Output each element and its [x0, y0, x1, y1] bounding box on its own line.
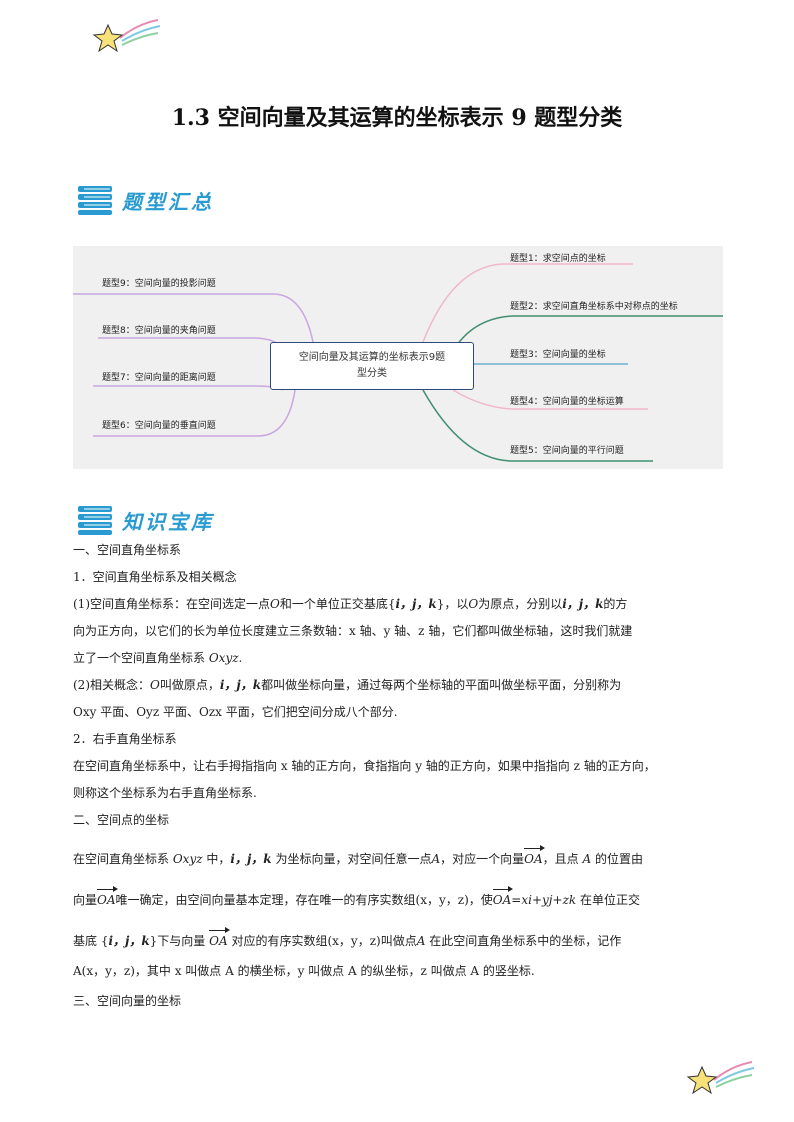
text: 和一个单位正交基底{	[279, 597, 396, 611]
mindmap-node-2: 题型2：求空间直角坐标系中对称点的坐标	[510, 302, 678, 312]
mindmap-branches	[73, 263, 723, 462]
heading-1-1: 1．空间直角坐标系及相关概念	[73, 570, 237, 584]
section-title: 题型汇总	[122, 189, 214, 214]
vector-OA: OA	[524, 845, 545, 866]
paragraph-2-line-2: Oxy 平面、Oyz 平面、Ozx 平面，它们把空间分成八个部分.	[73, 705, 398, 719]
symbol: A	[582, 852, 592, 866]
star-decoration-icon	[686, 1061, 755, 1095]
paragraph-1-line-2: 向为正方向，以它们的长为单位长度建立三条数轴：x 轴、y 轴、z 轴，它们都叫做…	[73, 624, 633, 638]
paragraph-4-line-2: 向量OA唯一确定，由空间向量基本定理，存在唯一的有序实数组(x，y，z)，使OA…	[73, 886, 725, 908]
paragraph-3-line-1: 在空间直角坐标系中，让右手拇指指向 x 轴的正方向，食指指向 y 轴的正方向，如…	[73, 759, 656, 773]
center-line: 型分类	[357, 368, 387, 379]
section-header-summary: 题型汇总	[76, 182, 214, 218]
symbol: Oxyz	[172, 852, 203, 866]
symbol: Oxyz.	[208, 651, 243, 665]
text: }，以	[436, 597, 469, 611]
text: ，对应一个向量	[440, 852, 525, 866]
mindmap-node-4: 题型4：空间向量的坐标运算	[510, 397, 624, 407]
text: 对应的有序实数组(x，y，z)叫做点	[231, 934, 417, 948]
mindmap-center-node: 空间向量及其运算的坐标表示9题 型分类	[270, 342, 474, 390]
symbol: O	[270, 597, 280, 611]
mindmap-node-5: 题型5：空间向量的平行问题	[510, 446, 624, 456]
mindmap-node-1: 题型1：求空间点的坐标	[510, 254, 606, 264]
book-stack-icon	[78, 186, 112, 215]
text: 在此空间直角坐标系中的坐标，记作	[429, 934, 622, 948]
book-stack-icon	[78, 506, 112, 535]
symbol: i，j，k	[562, 597, 604, 611]
text: 为坐标向量，对空间任意一点	[275, 852, 432, 866]
symbol: i，j，k	[230, 852, 272, 866]
mindmap-node-9: 题型9：空间向量的投影问题	[102, 279, 216, 289]
paragraph-3-line-2: 则称这个坐标系为右手直角坐标系.	[73, 786, 257, 800]
mindmap: 空间向量及其运算的坐标表示9题 型分类 题型1：求空间点的坐标 题型2：求空间直…	[73, 246, 723, 469]
text: 向量	[73, 893, 98, 907]
paragraph-4-line-3: 基底 {i，j，k}下与向量 OA 对应的有序实数组(x，y，z)叫做点A 在此…	[73, 927, 725, 949]
text: 立了一个空间直角坐标系	[73, 651, 206, 665]
text: 基底 {	[73, 934, 109, 948]
symbol: A	[416, 934, 426, 948]
center-line: 空间向量及其运算的坐标表示9题	[298, 352, 446, 363]
text: 的位置由	[595, 852, 644, 866]
paragraph-4-line-1: 在空间直角坐标系 Oxyz 中，i，j，k 为坐标向量，对空间任意一点A，对应一…	[73, 845, 725, 867]
symbol: i，j，k	[395, 597, 437, 611]
section-header-knowledge: 知识宝库	[76, 502, 214, 538]
symbol: O	[468, 597, 479, 611]
text: }下与向量	[149, 934, 206, 948]
symbol: i，j，k	[219, 678, 262, 692]
symbol: =xi+yj+zk	[511, 893, 577, 907]
text: (2)相关概念：	[73, 678, 150, 692]
heading-1-2: 2．右手直角坐标系	[73, 732, 177, 746]
paragraph-1-line-1: (1)空间直角坐标系：在空间选定一点O和一个单位正交基底{i，j，k}，以O为原…	[73, 596, 725, 612]
mindmap-node-8: 题型8：空间向量的夹角问题	[102, 326, 216, 336]
paragraph-4-line-4: A(x，y，z)，其中 x 叫做点 A 的横坐标，y 叫做点 A 的纵坐标，z …	[73, 964, 535, 978]
paragraph-2-line-1: (2)相关概念：O叫做原点，i，j，k都叫做坐标向量，通过每两个坐标轴的平面叫做…	[73, 677, 725, 693]
text: 中，	[206, 852, 231, 866]
text: (1)空间直角坐标系：在空间选定一点	[73, 597, 270, 611]
text: 在空间直角坐标系	[73, 852, 170, 866]
heading-2: 二、空间点的坐标	[73, 813, 170, 827]
star-decoration-icon	[92, 19, 161, 53]
symbol: O	[150, 678, 160, 692]
vector-OA: OA	[97, 886, 118, 907]
mindmap-node-6: 题型6：空间向量的垂直问题	[102, 421, 216, 431]
text: 在单位正交	[580, 893, 641, 907]
heading-1: 一、空间直角坐标系	[73, 543, 182, 557]
text: 为原点，分别以	[478, 597, 563, 611]
vector-OA: OA	[492, 886, 513, 907]
page-title: 1.3 空间向量及其运算的坐标表示 9 题型分类	[171, 105, 623, 131]
text: 叫做原点，	[159, 678, 220, 692]
symbol: A	[431, 852, 441, 866]
heading-3: 三、空间向量的坐标	[73, 994, 182, 1008]
paragraph-1-line-3: 立了一个空间直角坐标系 Oxyz.	[73, 650, 725, 666]
vector-OA: OA	[209, 927, 230, 948]
text: 的方	[603, 597, 628, 611]
mindmap-node-3: 题型3：空间向量的坐标	[510, 350, 606, 360]
symbol: i，j，k	[108, 934, 150, 948]
text: 都叫做坐标向量，通过每两个坐标轴的平面叫做坐标平面，分别称为	[261, 678, 622, 692]
section-title: 知识宝库	[122, 509, 214, 534]
text: 唯一确定，由空间向量基本定理，存在唯一的有序实数组(x，y，z)，使	[115, 893, 493, 907]
text: ，且点	[542, 852, 579, 866]
mindmap-node-7: 题型7：空间向量的距离问题	[102, 373, 216, 383]
